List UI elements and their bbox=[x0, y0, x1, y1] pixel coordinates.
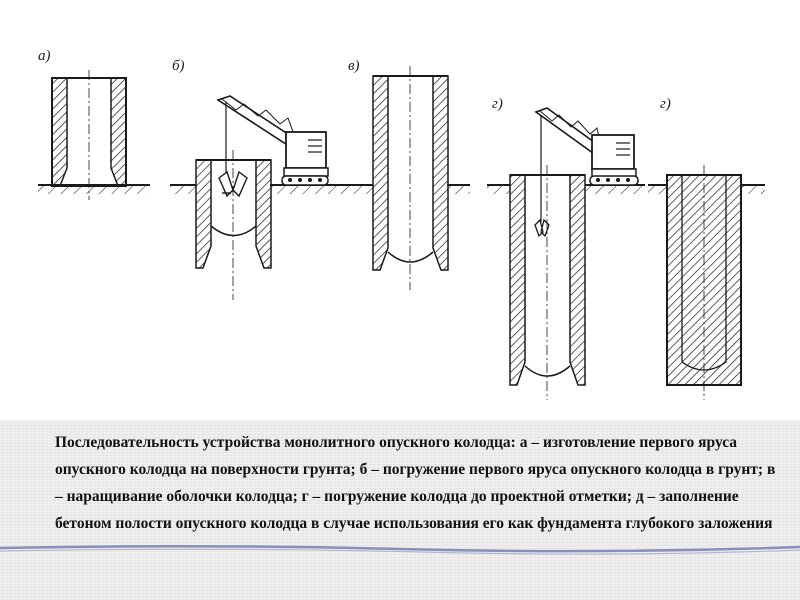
stage-b-label: б) bbox=[172, 58, 185, 74]
caisson-first-tier-a bbox=[51, 70, 127, 200]
stage-d-label: г) bbox=[660, 96, 671, 112]
grab-bucket-g bbox=[534, 116, 550, 238]
caisson-extended-shell-v bbox=[372, 66, 449, 290]
decorative-accent-line bbox=[0, 544, 800, 555]
ground-surface-v bbox=[345, 184, 470, 194]
figure-caption: Последовательность устройства монолитног… bbox=[55, 434, 776, 532]
stage-g-label: г) bbox=[492, 96, 503, 112]
crane-g bbox=[534, 107, 639, 186]
construction-sequence-diagram: а) б) bbox=[38, 48, 765, 400]
ground-surface-d bbox=[648, 184, 765, 194]
caisson-sinking-b bbox=[195, 150, 272, 300]
stage-g: г) bbox=[487, 96, 645, 400]
crane-b bbox=[216, 95, 329, 186]
stage-d: г) bbox=[648, 96, 765, 400]
caisson-design-depth-g bbox=[509, 165, 586, 400]
stage-v-label: в) bbox=[348, 58, 360, 74]
stage-v: в) bbox=[345, 58, 470, 290]
caption-panel: Последовательность устройства монолитног… bbox=[0, 420, 800, 600]
stage-b: б) bbox=[170, 58, 345, 300]
grab-bucket-b bbox=[218, 170, 248, 198]
caisson-concrete-filled-d bbox=[666, 165, 742, 400]
stage-a: а) bbox=[38, 48, 150, 200]
stage-a-label: а) bbox=[38, 48, 51, 64]
